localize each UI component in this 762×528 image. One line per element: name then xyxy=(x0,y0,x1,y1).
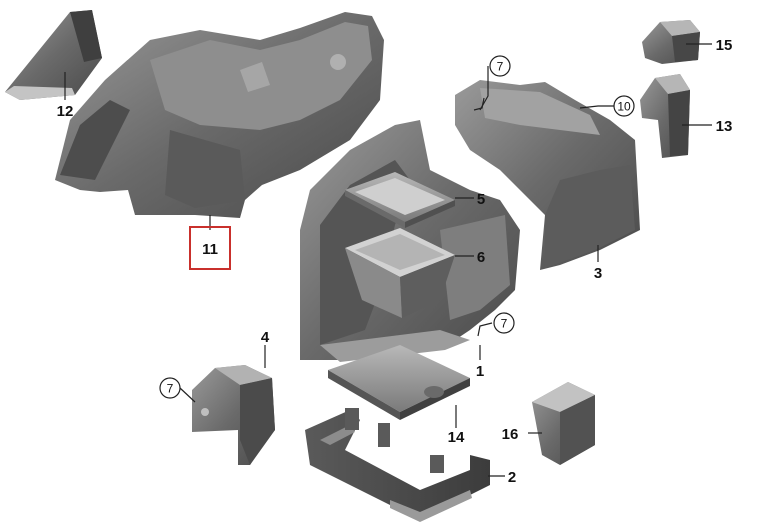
part-label-16[interactable]: 16 xyxy=(502,426,519,443)
part-label-13[interactable]: 13 xyxy=(716,118,733,135)
callout-7-left-label: 7 xyxy=(167,382,174,396)
part-6-shape xyxy=(345,228,455,318)
part-16-shape xyxy=(532,382,595,465)
part-4-shape xyxy=(192,365,275,465)
part-label-4[interactable]: 4 xyxy=(261,329,270,346)
part-2-shape xyxy=(305,408,490,522)
leader-lines xyxy=(64,43,712,477)
part-label-5[interactable]: 5 xyxy=(477,191,485,208)
part-label-1[interactable]: 1 xyxy=(476,363,484,380)
part-label-12[interactable]: 12 xyxy=(57,103,74,120)
part-label-2[interactable]: 2 xyxy=(508,469,516,486)
callout-7-mid-label: 7 xyxy=(501,317,508,331)
callout-7-top-label: 7 xyxy=(497,60,504,74)
part-label-15[interactable]: 15 xyxy=(716,37,733,54)
part-13-shape xyxy=(640,74,690,158)
part-14-shape xyxy=(328,345,470,420)
part-11-shape xyxy=(55,12,384,218)
part-3-shape xyxy=(455,80,640,270)
callout-7-left[interactable]: 7 xyxy=(159,377,181,399)
callout-10[interactable]: 10 xyxy=(613,95,635,117)
part-5-shape xyxy=(345,172,455,228)
part-label-6[interactable]: 6 xyxy=(477,249,485,266)
part-label-11[interactable]: 11 xyxy=(202,241,218,258)
part-15-shape xyxy=(642,20,700,64)
callout-10-label: 10 xyxy=(617,100,631,114)
part-11-highlight-box xyxy=(189,226,231,270)
callout-7-top[interactable]: 7 xyxy=(489,55,511,77)
part-label-3[interactable]: 3 xyxy=(594,265,602,282)
part-12-shape xyxy=(5,10,102,100)
callout-7-mid[interactable]: 7 xyxy=(493,312,515,334)
part-label-14[interactable]: 14 xyxy=(448,429,465,446)
